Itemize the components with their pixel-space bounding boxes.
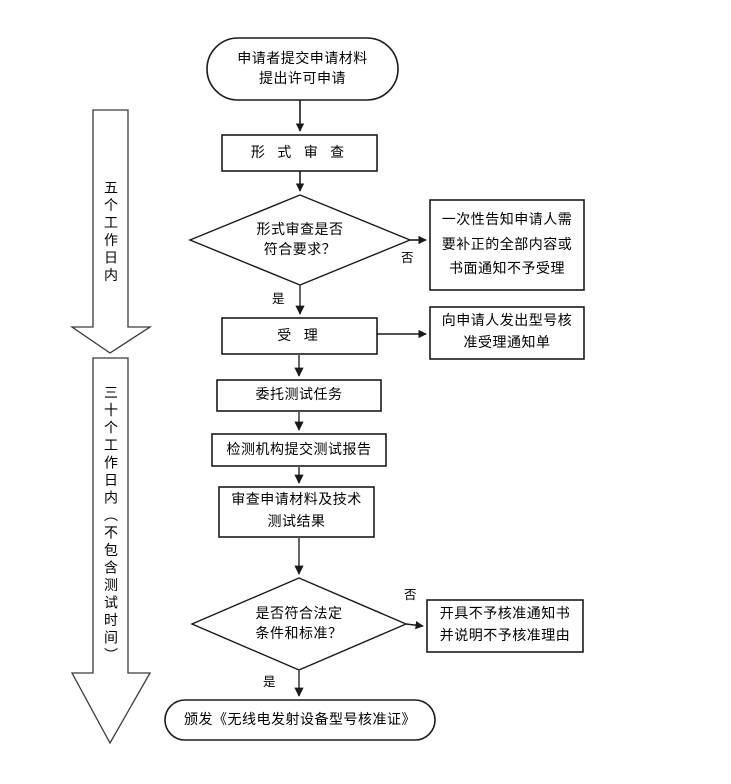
timeline-label-phase-1: 五个工作日内 [102,180,118,285]
node-label-start: 申请者提交申请材料 提出许可申请 [237,50,368,87]
timeline-label-phase-2: 三十个工作日内（不包含测试时间） [102,385,118,665]
node-label-submit-report: 检测机构提交测试报告 [226,441,372,458]
node-label-accept: 受 理 [277,327,322,344]
node-label-reject-notice: 开具不予核准通知书 并说明不予核准理由 [439,606,571,644]
node-label-notify-correction: 一次性告知申请人需 要补正的全部内容或 书面通知不予受理 [441,212,573,278]
node-label-issue-certificate: 颁发《无线电发射设备型号核准证》 [184,711,416,728]
edge-label-formal-no: 否 [401,250,414,265]
node-label-review-materials: 审查申请材料及技术 测试结果 [231,492,362,530]
node-label-decision-formal: 形式审查是否 符合要求？ [256,221,344,258]
node-label-accept-notice: 向申请人发出型号核 准受理通知单 [441,313,573,351]
node-label-formal-review: 形 式 审 查 [250,144,349,161]
edge-label-legal-yes: 是 [263,674,276,689]
edge-label-legal-no: 否 [404,587,417,602]
edge-label-formal-yes: 是 [272,291,285,306]
node-label-decision-legal: 是否符合法定 条件和标准？ [255,605,343,642]
edge-decision-legal-no [405,620,424,630]
node-label-entrust-test: 委托测试任务 [255,387,343,404]
